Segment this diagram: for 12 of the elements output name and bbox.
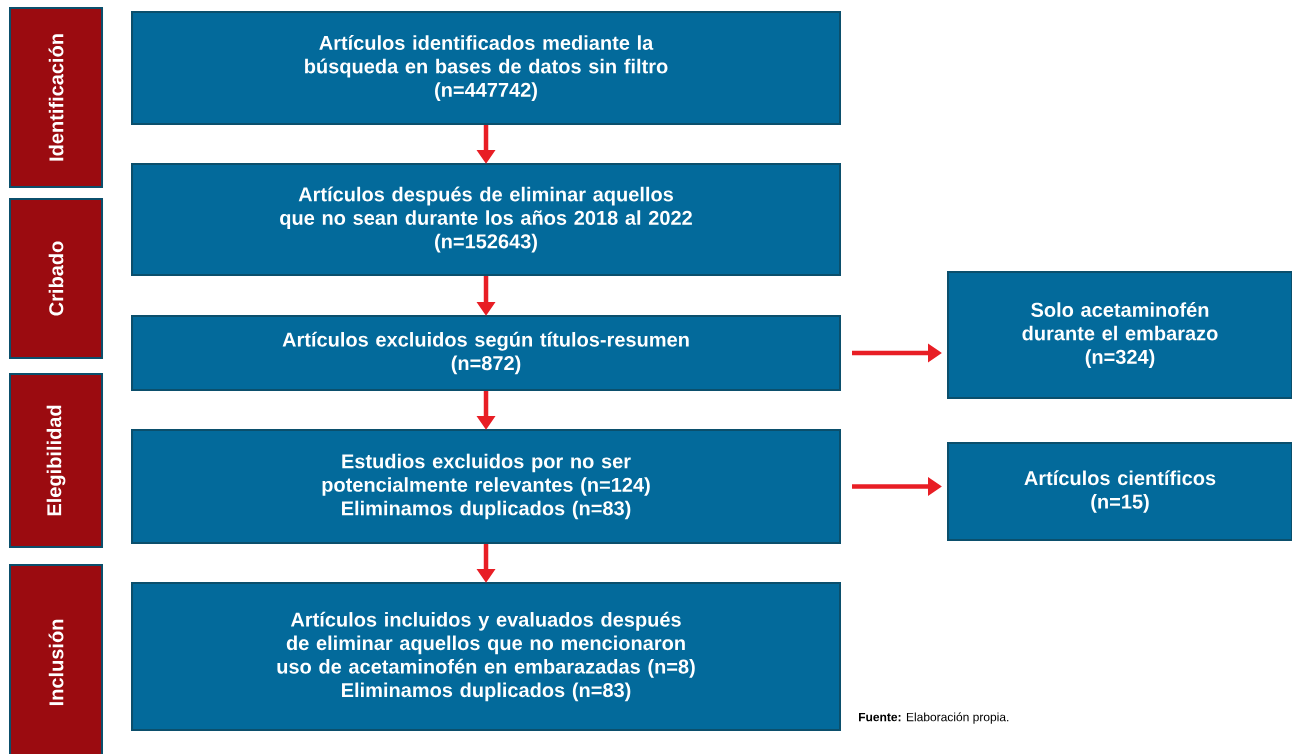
process-box: Solo acetaminofén durante el embarazo (n=324)	[947, 271, 1292, 399]
stage-band: Elegibilidad	[9, 373, 103, 548]
process-box: Artículos después de eliminar aquellos que no sean durante los años 2018 al 2022 (n=152643)	[131, 163, 841, 276]
stage-band: Identificación	[9, 7, 103, 188]
process-box: Artículos excluidos según títulos-resumen (n=872)	[131, 315, 841, 391]
source-note: Fuente: Elaboración propia.	[859, 712, 1009, 724]
stage-band: Inclusión	[9, 564, 103, 754]
stage-band: Cribado	[9, 198, 103, 359]
process-box: Artículos identificados mediante la búsqueda en bases de datos sin filtro (n=447742)	[131, 11, 841, 125]
process-box: Artículos científicos (n=15)	[947, 442, 1292, 541]
process-box: Estudios excluidos por no ser potencialmente relevantes (n=124) Eliminamos duplicados (n=83)	[131, 429, 841, 544]
process-box: Artículos incluidos y evaluados después de eliminar aquellos que no mencionaron uso de acetaminofén en embarazadas (n=8) Eliminamos duplicados (n=83)	[131, 582, 841, 731]
